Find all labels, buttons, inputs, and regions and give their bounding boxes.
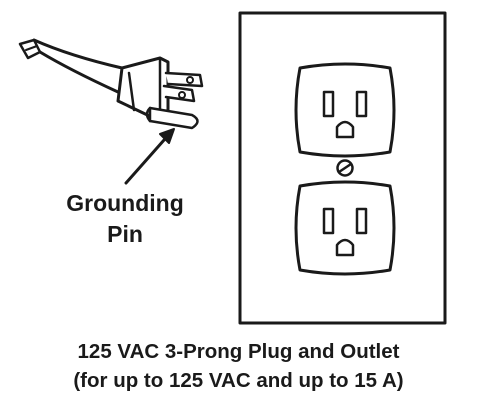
plug-prong-hot (162, 84, 196, 103)
bottom-receptacle-slot-left (322, 207, 335, 235)
cover-plate-screw (336, 159, 354, 177)
figure-caption-line1: 125 VAC 3-Prong Plug and Outlet (77, 340, 400, 363)
bottom-receptacle (294, 180, 396, 276)
wall-plate (238, 11, 447, 325)
callout-arrow (124, 128, 175, 185)
top-receptacle-slot-left (322, 90, 335, 118)
grounding-pin-label: Grounding Pin (40, 188, 210, 250)
plug-prong-neutral (164, 71, 204, 88)
bottom-receptacle-ground-hole (335, 238, 355, 257)
top-receptacle-ground-hole (335, 120, 355, 139)
figure-caption-line2: (for up to 125 VAC and up to 15 A) (73, 369, 404, 392)
grounding-pin (145, 106, 199, 130)
figure-caption: 125 VAC 3-Prong Plug and Outlet (for up … (0, 337, 477, 395)
three-prong-plug (18, 38, 204, 130)
top-receptacle (294, 62, 396, 158)
duplex-outlet (238, 11, 447, 325)
power-cord (18, 38, 124, 94)
top-receptacle-slot-right (355, 90, 368, 118)
grounding-pin-label-line1: Grounding (66, 190, 184, 216)
bottom-receptacle-slot-right (355, 207, 368, 235)
grounding-pin-label-line2: Pin (107, 221, 143, 247)
